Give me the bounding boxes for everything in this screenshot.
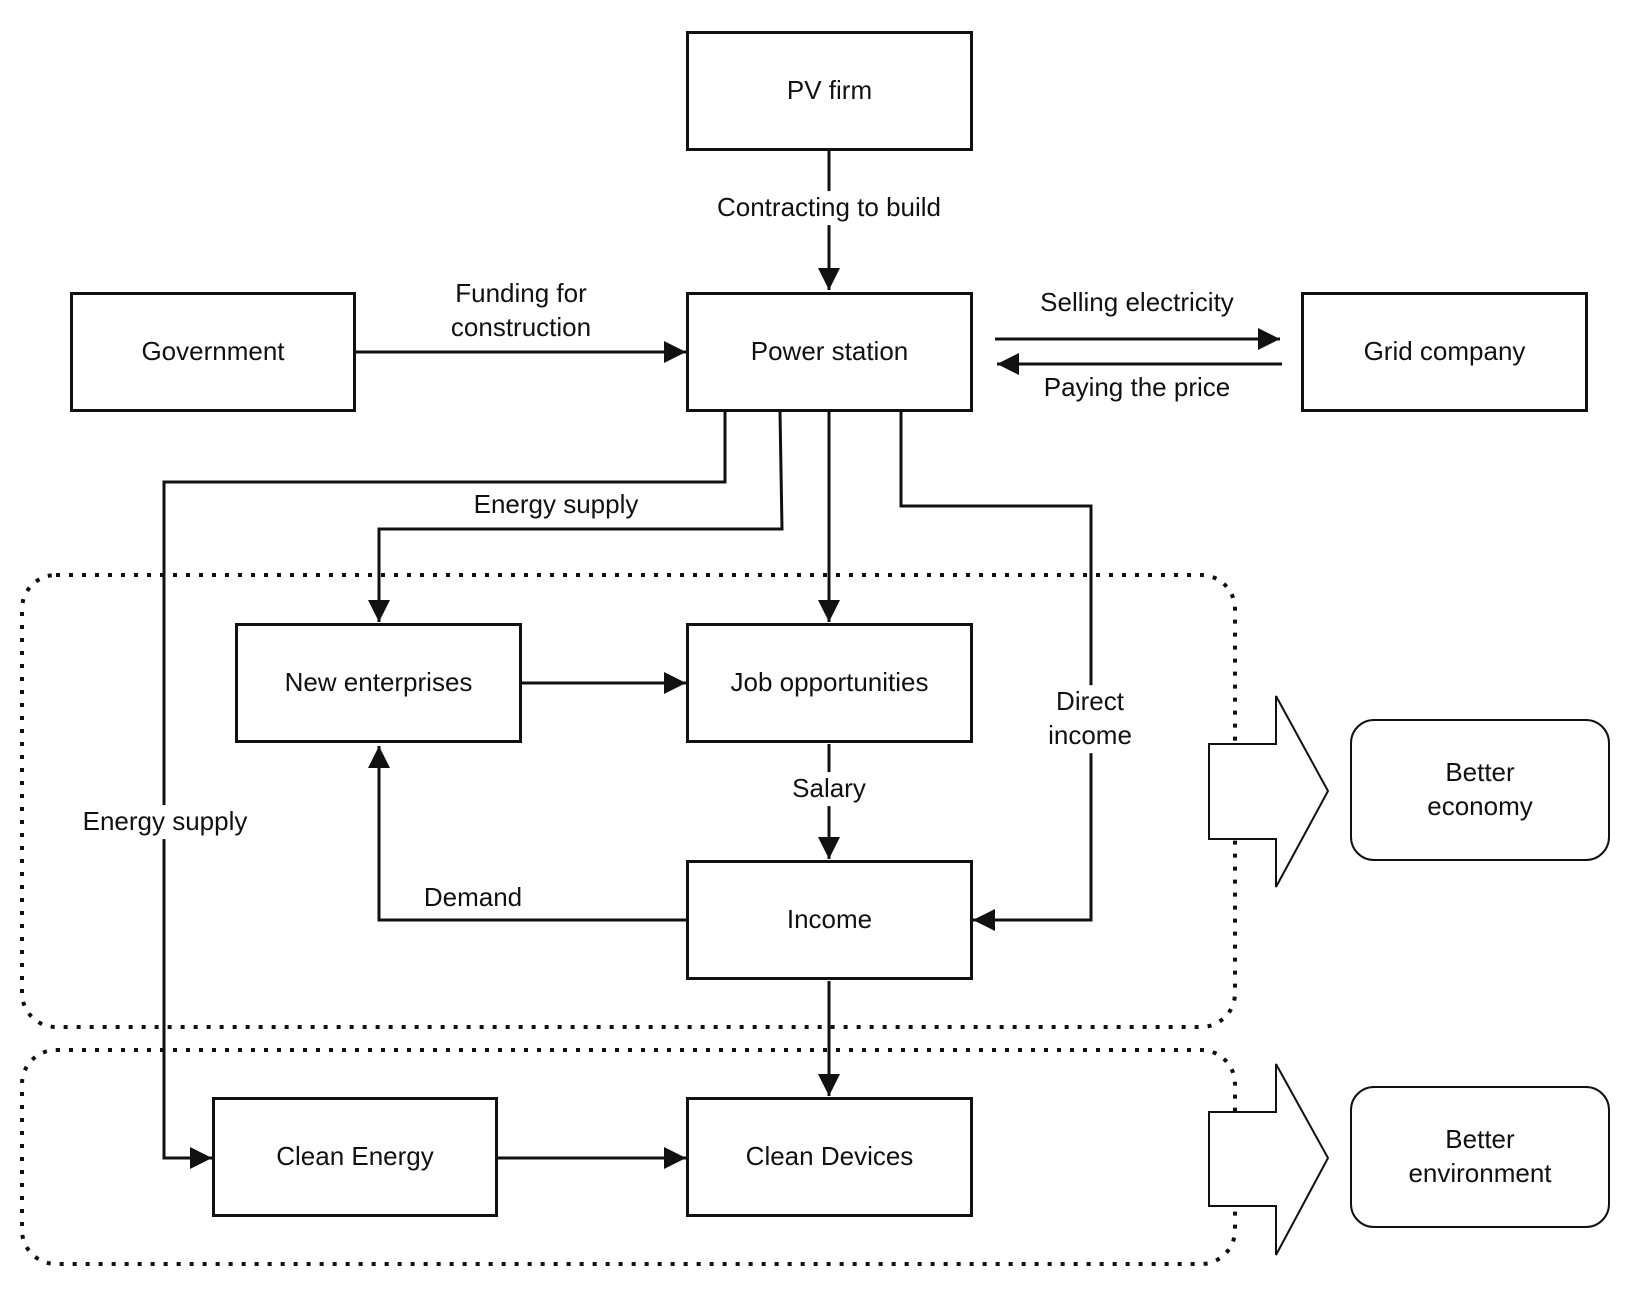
clean-energy-label: Clean Energy bbox=[276, 1141, 434, 1172]
selling-label: Selling electricity bbox=[1040, 287, 1234, 318]
edge-energy-supply-clean bbox=[162, 412, 727, 1169]
job-opportunities-label: Job opportunities bbox=[730, 667, 929, 698]
pv-firm-box: PV firm bbox=[686, 31, 973, 151]
contracting-label: Contracting to build bbox=[714, 191, 944, 225]
new-enterprises-box: New enterprises bbox=[235, 623, 522, 743]
energy-supply-top-label: Energy supply bbox=[473, 489, 639, 520]
power-station-box: Power station bbox=[686, 292, 973, 412]
power-station-label: Power station bbox=[750, 336, 909, 367]
environment-group-region bbox=[20, 1048, 1237, 1266]
pv-firm-label: PV firm bbox=[786, 75, 873, 106]
big-arrow-environment bbox=[1208, 1063, 1330, 1256]
job-opportunities-box: Job opportunities bbox=[686, 623, 973, 743]
clean-devices-box: Clean Devices bbox=[686, 1097, 973, 1217]
edge-demand bbox=[368, 746, 686, 922]
government-box: Government bbox=[70, 292, 356, 412]
new-enterprises-label: New enterprises bbox=[284, 667, 473, 698]
edge-direct-income bbox=[899, 412, 1093, 931]
income-box: Income bbox=[686, 860, 973, 980]
grid-company-box: Grid company bbox=[1301, 292, 1588, 412]
energy-supply-left-label: Energy supply bbox=[80, 805, 250, 839]
clean-energy-box: Clean Energy bbox=[212, 1097, 498, 1217]
economy-group-region bbox=[20, 573, 1237, 1029]
salary-label: Salary bbox=[790, 772, 868, 806]
government-label: Government bbox=[141, 336, 285, 367]
edge-energy-supply-enterprises bbox=[368, 411, 784, 622]
clean-devices-label: Clean Devices bbox=[745, 1141, 914, 1172]
demand-label: Demand bbox=[423, 882, 523, 913]
income-label: Income bbox=[786, 904, 873, 935]
paying-label: Paying the price bbox=[1043, 372, 1231, 403]
grid-company-label: Grid company bbox=[1363, 336, 1526, 367]
big-arrow-economy bbox=[1208, 695, 1330, 888]
